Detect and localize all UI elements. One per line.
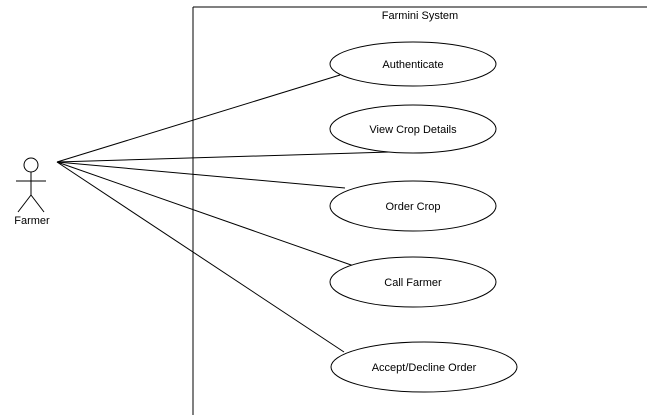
actor-right-leg <box>30 194 45 213</box>
association-line-accept-decline-order <box>56 161 345 353</box>
actor-left-leg <box>17 194 32 213</box>
use-case-view-crop-details: View Crop Details <box>329 104 497 154</box>
use-case-ellipse <box>329 104 497 154</box>
use-case-order-crop: Order Crop <box>329 180 497 232</box>
use-case-label: Authenticate <box>382 59 443 71</box>
use-case-label: Call Farmer <box>384 277 442 289</box>
use-case-authenticate: Authenticate <box>329 41 497 87</box>
association-line-call-farmer <box>56 161 355 267</box>
use-case-label: View Crop Details <box>369 124 457 136</box>
actor-label: Farmer <box>14 215 50 227</box>
actor-farmer: Farmer <box>14 157 50 227</box>
use-case-label: Accept/Decline Order <box>372 362 477 374</box>
use-case-call-farmer: Call Farmer <box>329 256 497 308</box>
system-title: Farmini System <box>382 10 458 22</box>
association-line-view-crop-details <box>56 151 391 163</box>
use-case-label: Order Crop <box>385 201 440 213</box>
use-case-accept-decline-order: Accept/Decline Order <box>330 341 518 393</box>
associations <box>56 74 391 353</box>
use-case-ellipse <box>330 341 518 393</box>
actor-head <box>23 157 39 173</box>
system-boundary: Farmini System <box>192 6 647 415</box>
association-line-order-crop <box>56 161 346 189</box>
use-case-ellipse <box>329 256 497 308</box>
use-case-ellipse <box>329 180 497 232</box>
use-case-ellipse <box>329 41 497 87</box>
association-line-authenticate <box>56 74 341 163</box>
